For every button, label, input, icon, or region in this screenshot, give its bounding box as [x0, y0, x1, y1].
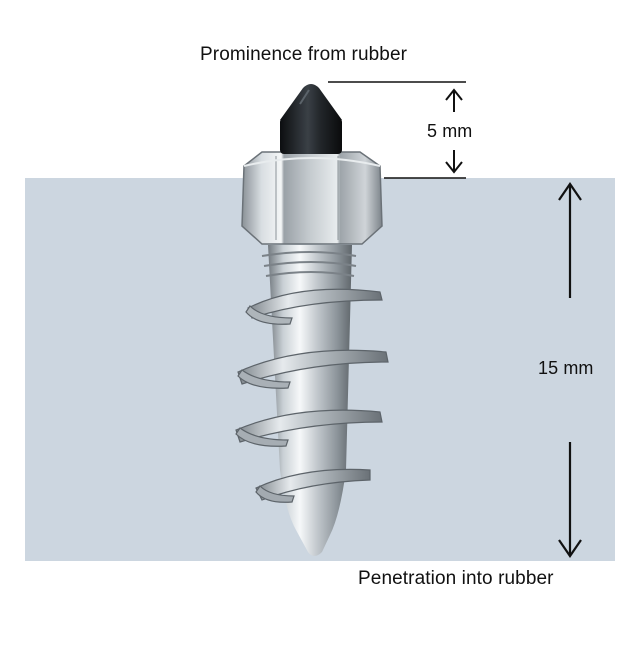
prominence-label: Prominence from rubber	[200, 44, 408, 65]
penetration-dimension: 15 mm	[538, 358, 594, 378]
carbide-tip	[280, 84, 342, 154]
penetration-label: Penetration into rubber	[358, 568, 554, 589]
up-arrow-icon	[445, 88, 463, 112]
hex-head	[241, 151, 383, 245]
prominence-dimension: 5 mm	[427, 121, 473, 141]
helical-threads	[235, 288, 389, 503]
down-arrow-icon	[445, 150, 463, 174]
up-arrow-icon	[558, 182, 582, 298]
fine-threads	[261, 251, 357, 277]
down-arrow-icon	[558, 442, 582, 558]
